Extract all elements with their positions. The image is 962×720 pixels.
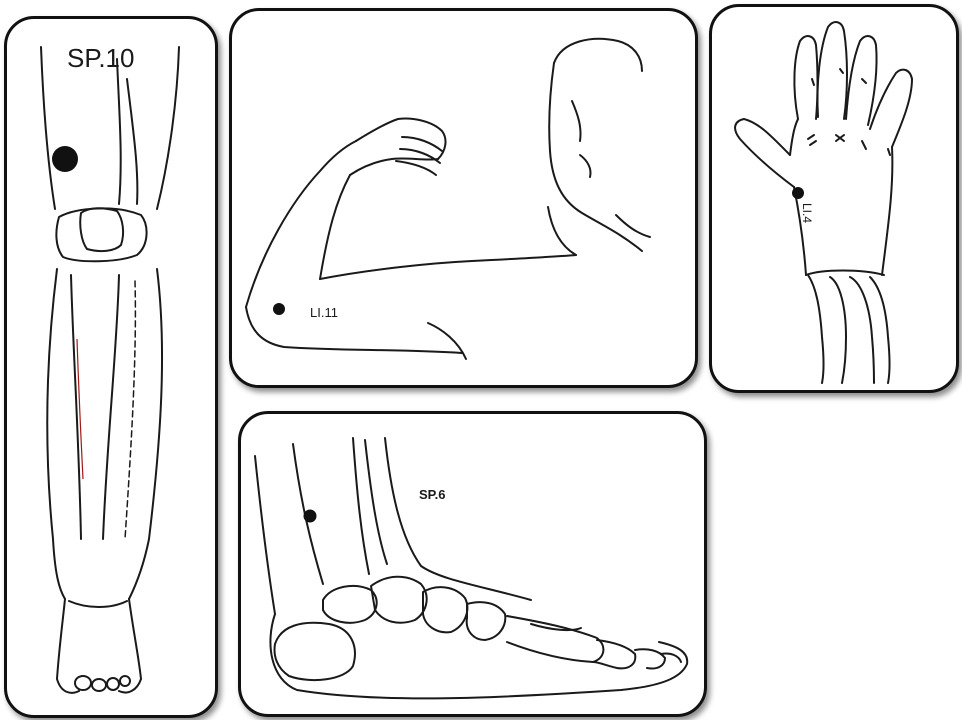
wrist-line — [806, 271, 884, 276]
ulna — [850, 277, 874, 383]
talus — [323, 586, 377, 623]
fibula — [125, 281, 135, 539]
metatarsal — [507, 616, 603, 662]
point-label: SP.6 — [419, 487, 446, 502]
thigh-outline-right — [157, 47, 179, 209]
palm — [350, 158, 438, 175]
foot-side-icon — [241, 414, 704, 714]
radius — [808, 275, 824, 383]
hand-outline — [790, 119, 798, 155]
tibia-line-2 — [365, 440, 387, 564]
bent-arm-icon — [232, 11, 695, 385]
navicular — [371, 577, 427, 623]
lower-leg-outline-left — [47, 269, 65, 599]
hand-back-icon — [712, 7, 956, 390]
index-finger — [794, 36, 817, 119]
hand-outline-left — [794, 187, 806, 275]
thumb — [735, 119, 794, 187]
leg-front-icon — [7, 19, 215, 715]
head-outline — [554, 39, 642, 71]
lower-leg-outline-right — [129, 269, 162, 599]
toe — [120, 676, 130, 686]
arm-panel: LI.11 — [229, 8, 698, 388]
jaw — [616, 215, 650, 237]
foot-panel: SP.6 — [238, 411, 707, 717]
ankle-line — [69, 601, 127, 607]
forearm-inner — [320, 175, 350, 279]
middle-finger — [817, 22, 847, 119]
knuckle-mark — [888, 149, 890, 155]
upper-arm-top — [320, 255, 576, 279]
neck — [548, 207, 576, 255]
hand-back — [356, 119, 445, 160]
knuckle-mark — [836, 135, 844, 141]
patella — [80, 208, 123, 251]
knuckle-mark — [808, 135, 816, 145]
radius-inner — [830, 277, 846, 383]
toe-bone — [635, 649, 665, 668]
acupoint-marker — [304, 510, 317, 523]
leg-panel: SP.10 — [4, 16, 218, 718]
thigh-outline-left — [41, 47, 55, 209]
toe-bone — [593, 640, 635, 668]
leg-front-outline — [385, 438, 531, 600]
toe — [75, 676, 91, 690]
cuneiform — [423, 587, 467, 632]
point-label: LI.11 — [310, 305, 338, 320]
tibia-right — [103, 275, 119, 539]
hand-panel: LI.4 — [709, 4, 959, 393]
acupoint-marker — [792, 187, 804, 199]
face-profile — [549, 63, 642, 251]
point-label: LI.4 — [800, 203, 814, 223]
femur-line — [117, 59, 121, 204]
point-label: SP.10 — [67, 43, 134, 74]
leg-back-outline — [255, 456, 275, 614]
knee-joint — [56, 208, 146, 261]
calcaneus — [275, 623, 355, 680]
ring-finger — [846, 36, 877, 125]
finger — [396, 161, 436, 175]
toe — [92, 679, 106, 691]
finger-joint-mark — [812, 69, 866, 85]
finger — [400, 149, 440, 163]
acupoint-marker — [52, 146, 78, 172]
femur-line-2 — [127, 79, 137, 204]
sole-outline — [270, 614, 687, 698]
ear — [572, 101, 581, 141]
knuckle-mark — [862, 141, 866, 149]
hand-outline-right — [882, 147, 892, 275]
ear-lobe — [580, 155, 591, 177]
cuneiform-2 — [467, 602, 506, 640]
toe — [107, 678, 119, 690]
forearm-outer — [246, 141, 356, 307]
acupoint-marker — [273, 303, 285, 315]
